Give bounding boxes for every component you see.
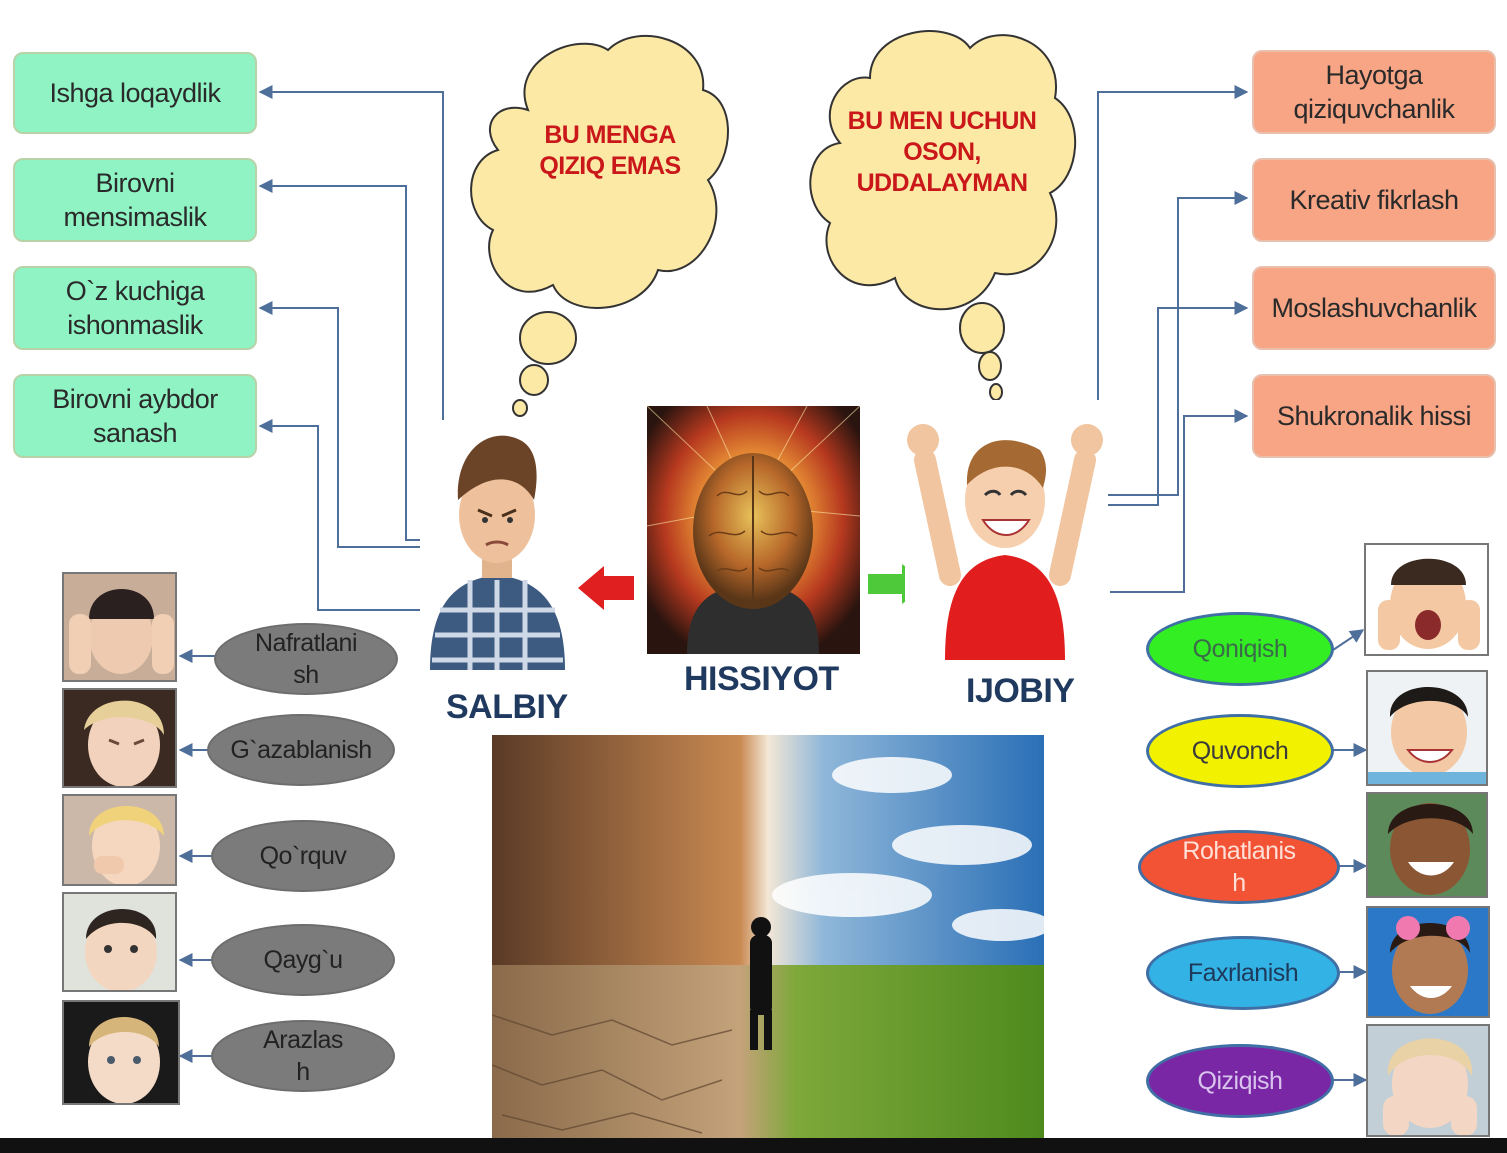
bottom-bar bbox=[0, 1138, 1507, 1153]
pos-trait-2: Kreativ fikrlash bbox=[1252, 158, 1496, 242]
connector-neg-trait-2 bbox=[258, 179, 425, 541]
neg-trait-2: Birovni mensimaslik bbox=[13, 158, 257, 242]
pos-emotion-1: Qoniqish bbox=[1146, 612, 1334, 686]
pos-trait-3: Moslashuvchanlik bbox=[1252, 266, 1496, 350]
pos-trait-1: Hayotga qiziquvchanlik bbox=[1252, 50, 1496, 134]
brain-image bbox=[647, 406, 860, 654]
positive-title: IJOBIY bbox=[966, 672, 1075, 710]
pos-emotion-photo-1 bbox=[1364, 543, 1489, 656]
connector-pos-trait-1 bbox=[1097, 85, 1249, 470]
pos-trait-4: Shukronalik hissi bbox=[1252, 374, 1496, 458]
connector-neg-trait-3 bbox=[258, 301, 425, 548]
thought-cloud-positive bbox=[809, 30, 1076, 401]
neg-emotion-photo-2 bbox=[62, 688, 177, 788]
thought-text-positive: BU MEN UCHUN OSON, UDDALAYMAN bbox=[847, 107, 1037, 197]
arrow-left-red bbox=[578, 566, 634, 610]
pos-emotion-2: Quvonch bbox=[1146, 714, 1334, 788]
pos-emotion-photo-4 bbox=[1366, 906, 1490, 1018]
neg-emotion-3: Qo`rquv bbox=[211, 820, 395, 892]
neg-emotion-photo-1 bbox=[62, 572, 177, 682]
pos-emotion-photo-2 bbox=[1366, 670, 1488, 786]
pos-emotion-4: Faxrlanish bbox=[1146, 936, 1340, 1010]
neg-emotion-1: Nafratlanish bbox=[214, 623, 398, 695]
neg-emotion-photo-3 bbox=[62, 794, 177, 886]
connector-pos-trait-4 bbox=[1110, 409, 1249, 593]
connector-neg-trait-1 bbox=[258, 85, 444, 495]
pos-emotion-3: Rohatlanish bbox=[1138, 830, 1340, 904]
neg-emotion-2: G`azablanish bbox=[207, 714, 395, 786]
negative-title: SALBIY bbox=[446, 688, 568, 726]
neg-emotion-5: Arazlash bbox=[211, 1020, 395, 1092]
connector-pos-trait-3 bbox=[1108, 301, 1249, 506]
connector-neg-trait-4 bbox=[258, 419, 425, 611]
neg-trait-4: Birovni aybdor sanash bbox=[13, 374, 257, 458]
pos-emotion-photo-5 bbox=[1366, 1024, 1490, 1137]
neg-trait-3: O`z kuchiga ishonmaslik bbox=[13, 266, 257, 350]
pos-emotion-5: Qiziqish bbox=[1146, 1044, 1334, 1118]
neg-emotion-photo-5 bbox=[62, 1000, 180, 1105]
connector-pos-emotion-1 bbox=[1332, 629, 1365, 651]
connector-pos-trait-2 bbox=[1108, 191, 1249, 496]
neg-trait-1: Ishga loqaydlik bbox=[13, 52, 257, 134]
negative-boy-image bbox=[420, 420, 575, 670]
neg-emotion-photo-4 bbox=[62, 892, 177, 992]
thought-text-negative: BU MENGA QIZIQ EMAS bbox=[539, 121, 681, 180]
landscape-image bbox=[492, 735, 1044, 1138]
pos-emotion-photo-3 bbox=[1366, 792, 1488, 898]
positive-boy-image bbox=[905, 400, 1105, 660]
thought-cloud-negative bbox=[470, 34, 729, 417]
neg-emotion-4: Qayg`u bbox=[211, 924, 395, 996]
center-title: HISSIYOT bbox=[684, 660, 839, 698]
